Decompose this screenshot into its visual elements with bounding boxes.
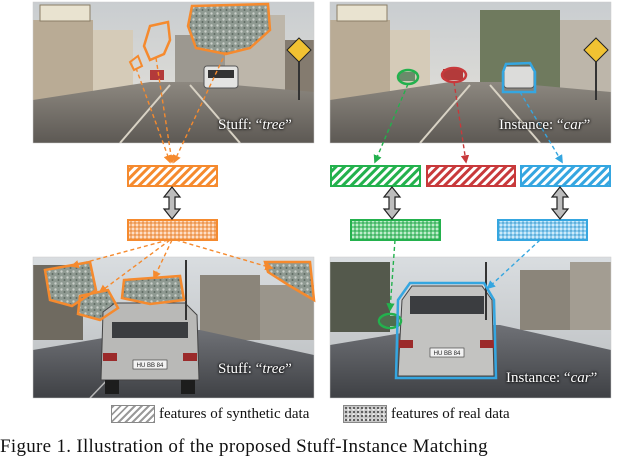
stuff-synthetic-feature-block bbox=[127, 165, 218, 187]
panel-label-stuff-synthetic: Stuff: “tree” bbox=[218, 117, 292, 134]
instance-arrow-blue-real bbox=[486, 239, 541, 290]
stuff-mask-outline bbox=[120, 274, 186, 306]
double-arrow-icon bbox=[382, 186, 402, 220]
figure-caption: Figure 1. Illustration of the proposed S… bbox=[0, 436, 488, 457]
label-suffix: ” bbox=[590, 370, 598, 386]
license-plate: HU BB 84 bbox=[137, 363, 164, 369]
instance-mask-blue bbox=[394, 281, 498, 380]
stuff-mask-outline bbox=[142, 20, 172, 62]
label-prefix: Stuff: “ bbox=[218, 361, 263, 377]
legend-real: features of real data bbox=[343, 404, 510, 424]
legend-synthetic-label: features of synthetic data bbox=[159, 405, 310, 422]
double-arrow-icon bbox=[162, 186, 182, 220]
label-prefix: Stuff: “ bbox=[218, 117, 263, 133]
synthetic-photo-instance bbox=[330, 2, 611, 143]
instance-mask-green bbox=[377, 312, 403, 330]
license-plate: HU BB 84 bbox=[434, 351, 461, 357]
label-class: tree bbox=[262, 117, 286, 133]
instance-arrow-green-real bbox=[386, 239, 396, 312]
panel-label-instance-synthetic: Instance: “car” bbox=[499, 117, 590, 134]
stuff-arrows-synthetic bbox=[135, 51, 227, 164]
instance-arrow-green bbox=[373, 83, 409, 164]
real-photo-instance bbox=[330, 257, 611, 398]
stuff-mask-outline bbox=[263, 260, 316, 303]
instance-synthetic-feature-block-blue bbox=[520, 165, 611, 187]
label-class: tree bbox=[262, 361, 286, 377]
instance-mask-blue bbox=[501, 61, 537, 94]
label-suffix: ” bbox=[583, 117, 591, 133]
label-prefix: Instance: “ bbox=[499, 117, 564, 133]
label-class: car bbox=[563, 117, 584, 133]
instance-synthetic-feature-block-green bbox=[330, 165, 421, 187]
legend-synthetic: features of synthetic data bbox=[111, 404, 309, 424]
label-suffix: ” bbox=[285, 117, 292, 133]
instance-real-feature-block-blue bbox=[497, 219, 588, 241]
label-suffix: ” bbox=[285, 361, 292, 377]
label-class: car bbox=[570, 370, 591, 386]
instance-real-feature-block-green bbox=[350, 219, 441, 241]
panel-label-stuff-real: Stuff: “tree” bbox=[218, 361, 292, 378]
stuff-mask-outline bbox=[43, 260, 98, 308]
legend-real-label: features of real data bbox=[391, 405, 510, 422]
stuff-real-feature-block bbox=[127, 219, 218, 241]
real-photo-stuff bbox=[33, 257, 314, 398]
double-arrow-icon bbox=[550, 186, 570, 220]
panel-label-instance-real: Instance: “car” bbox=[506, 370, 597, 387]
stuff-arrows-real bbox=[70, 239, 274, 294]
stuff-mask-outline bbox=[128, 54, 144, 72]
label-prefix: Instance: “ bbox=[506, 370, 571, 386]
stuff-mask-outline bbox=[186, 2, 272, 56]
hatched-feature-swatch-icon bbox=[111, 405, 155, 423]
dotted-feature-swatch-icon bbox=[343, 405, 387, 423]
instance-synthetic-feature-block-red bbox=[426, 165, 516, 187]
